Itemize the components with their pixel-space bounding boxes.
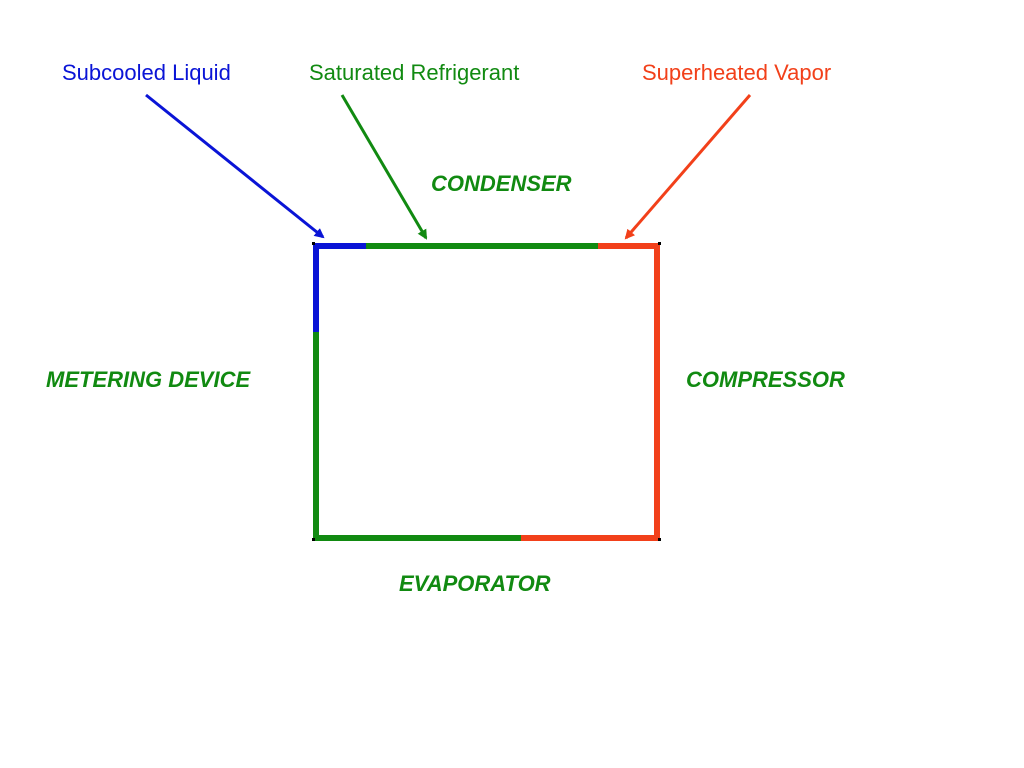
saturated-pointer-arrow [340, 94, 428, 240]
corner-marker [312, 538, 315, 541]
corner-marker [312, 242, 315, 245]
compressor-label: COMPRESSOR [686, 367, 845, 392]
subcooled-liquid-label: Subcooled Liquid [62, 60, 231, 85]
saturated-refrigerant-label: Saturated Refrigerant [309, 60, 520, 85]
subcooled-pointer-arrow [145, 93, 325, 239]
evaporator-label: EVAPORATOR [399, 571, 551, 596]
superheated-pointer-arrow [624, 94, 752, 240]
corner-marker [658, 242, 661, 245]
corner-marker [658, 538, 661, 541]
superheated-vapor-label: Superheated Vapor [642, 60, 832, 85]
condenser-label: CONDENSER [431, 171, 572, 196]
metering-device-label: METERING DEVICE [46, 367, 251, 392]
